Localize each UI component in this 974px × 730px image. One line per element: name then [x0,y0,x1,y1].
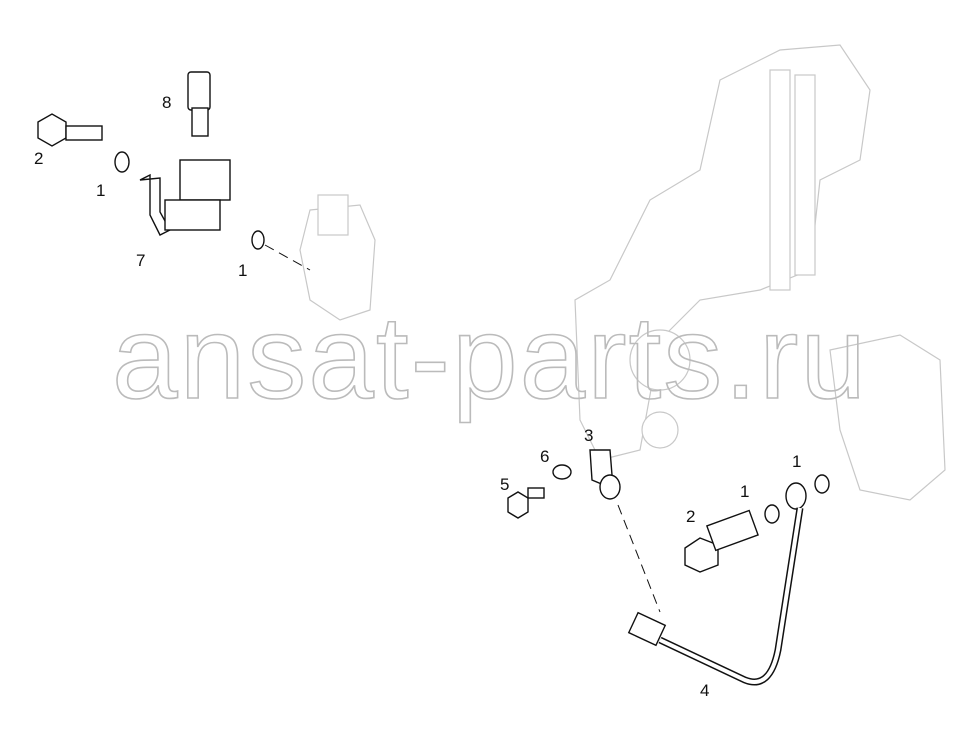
callout-1: 1 [96,181,105,200]
part-5-bolt[interactable] [507,487,545,519]
callout-2: 2 [686,507,695,526]
part-7-pipe-fitting[interactable] [139,159,231,236]
callout-3: 3 [584,426,593,445]
callout-5: 5 [500,475,509,494]
callout-6: 6 [540,447,549,466]
part-4-oil-pipe[interactable] [627,482,807,686]
callout-1: 1 [792,452,801,471]
part-1-seal-ring-d[interactable] [814,474,830,494]
callout-2: 2 [34,149,43,168]
part-2-banjo-bolt-left[interactable] [37,113,103,147]
valve-block-ghost [299,194,376,321]
leader-line [617,504,661,613]
part-1-seal-ring-c[interactable] [764,504,780,524]
callout-1: 1 [238,261,247,280]
callout-1: 1 [740,482,749,501]
part-6-washer[interactable] [552,464,572,480]
leader-line [264,244,311,271]
part-8-sensor[interactable] [187,71,211,137]
watermark: ansat-parts.ru [112,292,868,424]
part-1-seal-ring-a[interactable] [114,151,130,173]
part-2-banjo-bolt-right[interactable] [684,509,759,573]
part-1-seal-ring-b[interactable] [251,230,265,250]
part-3-clamp[interactable] [589,449,621,500]
callout-4: 4 [700,681,709,700]
callout-7: 7 [136,251,145,270]
callout-8: 8 [162,93,171,112]
housing-assembly-ghost [574,44,946,501]
